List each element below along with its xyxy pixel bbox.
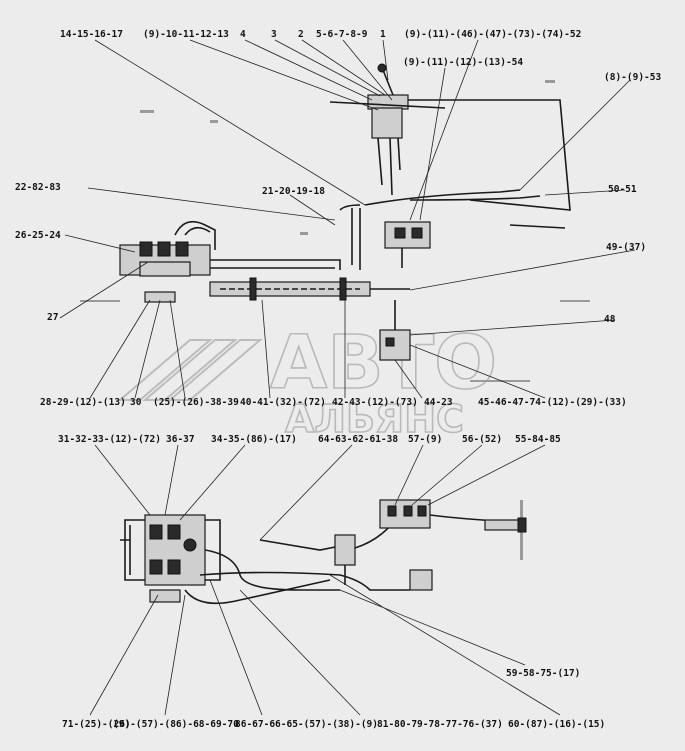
label-86-chain: 86-67-66-65-(57)-(38)-(9)	[235, 719, 378, 730]
lower-hose-1	[204, 549, 340, 591]
upper-hose	[364, 189, 521, 206]
label-9-10-11-12-13: (9)-10-11-12-13	[143, 29, 229, 40]
label-81-chain: 81-80-79-78-77-76-(37)	[377, 719, 503, 730]
joystick-lever	[329, 63, 446, 196]
label-64-63-62-61-38: 64-63-62-61-38	[318, 434, 398, 445]
part-number-labels: 14-15-16-17 (9)-10-11-12-13 4 3 2 5-6-7-…	[15, 29, 661, 730]
label-55-84-85: 55-84-85	[515, 434, 561, 445]
label-26-25-24: 26-25-24	[15, 230, 61, 241]
middle-fitting	[334, 534, 356, 585]
label-71-25-26: 71-(25)-(26)	[62, 719, 131, 730]
label-27: 27	[47, 312, 58, 323]
lower-assembly	[120, 499, 527, 605]
upper-assembly	[119, 63, 571, 361]
label-42-43-12-73: 42-43-(12)-(73)	[332, 397, 418, 408]
label-31-32-33-12-72: 31-32-33-(12)-(72)	[58, 434, 161, 445]
label-36-37: 36-37	[166, 434, 195, 445]
label-60-87-16-15: 60-(87)-(16)-(15)	[508, 719, 605, 730]
watermark: АВТО АЛЬЯНС	[117, 319, 498, 442]
label-4: 4	[240, 29, 246, 40]
label-25-26-38-39: (25)-(26)-38-39	[153, 397, 239, 408]
label-40-41-32-72: 40-41-(32)-(72)	[240, 397, 326, 408]
label-2: 2	[298, 29, 304, 40]
label-3: 3	[271, 29, 277, 40]
label-8-9-53: (8)-(9)-53	[604, 72, 661, 83]
lower-valve-block	[144, 514, 206, 603]
fitting-59	[409, 569, 433, 591]
valve-48	[379, 300, 411, 361]
label-21-20-19-18: 21-20-19-18	[262, 186, 325, 197]
label-30: 30	[130, 397, 142, 408]
bracket-28-29	[144, 291, 176, 303]
right-cable	[509, 224, 566, 229]
main-control-valve	[119, 220, 216, 277]
label-1: 1	[380, 29, 386, 40]
console-outline	[390, 99, 571, 211]
label-59-58-75-17: 59-58-75-(17)	[506, 668, 580, 679]
label-5-6-7-8-9: 5-6-7-8-9	[316, 29, 368, 40]
label-57-9: 57-(9)	[408, 434, 442, 445]
label-45-chain: 45-46-47-74-(12)-(29)-(33)	[478, 397, 627, 408]
label-top-right: (9)-(11)-(46)-(47)-(73)-(74)-52	[404, 29, 581, 40]
label-34-35-86-17: 34-35-(86)-(17)	[211, 434, 297, 445]
label-9-57-chain: (9)-(57)-(86)-68-69-70	[113, 719, 239, 730]
label-9-11-12-13-54: (9)-(11)-(12)-(13)-54	[403, 57, 523, 68]
label-56-52: 56-(52)	[462, 434, 502, 445]
watermark-line2: АЛЬЯНС	[285, 397, 464, 441]
lower-right-valve	[379, 499, 431, 529]
label-44-23: 44-23	[424, 397, 453, 408]
label-49-37: 49-(37)	[606, 242, 646, 253]
pilot-valve-50-51	[384, 221, 431, 268]
label-22-82-83: 22-82-83	[15, 182, 61, 193]
label-50-51: 50-51	[608, 184, 637, 195]
boom-hose	[209, 277, 410, 301]
leader-lines	[59, 39, 636, 716]
label-28-29-12-13: 28-29-(12)-(13)	[40, 397, 126, 408]
watermark-logo-icon	[117, 339, 263, 401]
cylinder-end	[484, 517, 527, 533]
main-hose-top	[210, 259, 341, 270]
label-14-15-16-17: 14-15-16-17	[60, 29, 123, 40]
label-48: 48	[604, 314, 616, 325]
